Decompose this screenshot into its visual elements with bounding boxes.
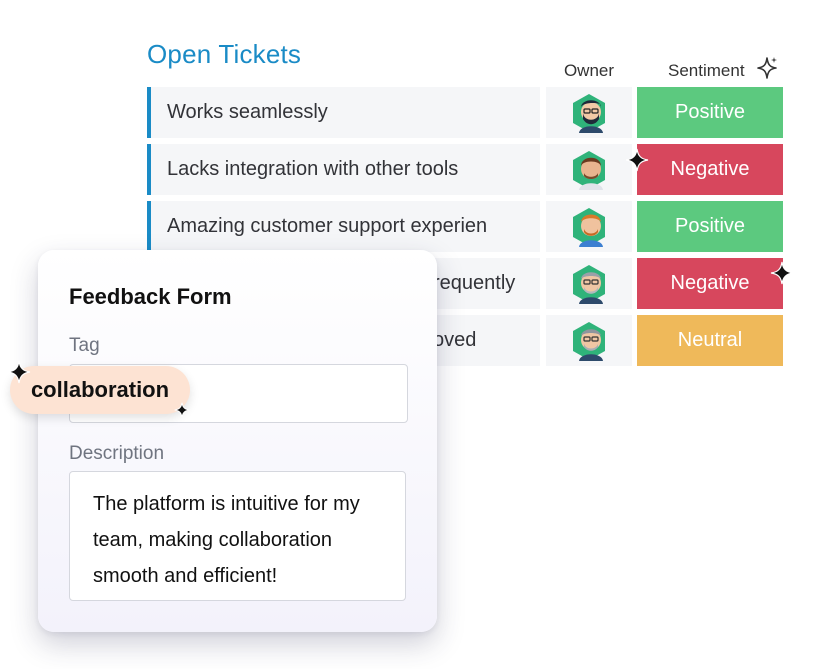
form-title: Feedback Form [69, 284, 232, 309]
owner-cell[interactable] [546, 315, 632, 366]
ticket-title[interactable]: Lacks integration with other tools [147, 144, 540, 195]
sentiment-column-header: Sentiment [668, 57, 783, 81]
sparkle-icon [7, 360, 31, 384]
ticket-title-text: requently [433, 272, 516, 294]
ai-sparkle-icon[interactable] [756, 56, 778, 80]
tag-chip[interactable]: collaboration [10, 366, 190, 414]
sentiment-badge[interactable]: Negative [637, 258, 783, 309]
owner-column-header: Owner [563, 61, 615, 80]
sparkle-icon [625, 148, 649, 172]
ticket-title[interactable]: Works seamlessly [147, 87, 540, 138]
sparkle-icon [174, 402, 190, 418]
description-field[interactable]: The platform is intuitive for my team, m… [69, 471, 406, 601]
page-title: Open Tickets [147, 39, 302, 69]
ticket-title-text: oved [433, 329, 477, 351]
owner-cell[interactable] [546, 87, 632, 138]
description-label: Description [69, 443, 165, 464]
sentiment-badge[interactable]: Neutral [637, 315, 783, 366]
avatar [573, 150, 605, 190]
sentiment-badge[interactable]: Positive [637, 87, 783, 138]
owner-cell[interactable] [546, 201, 632, 252]
sentiment-column-label: Sentiment [668, 61, 745, 80]
sparkle-icon [770, 261, 794, 285]
avatar [573, 93, 605, 133]
feedback-form-card: Feedback Form Tag Description The platfo… [38, 250, 437, 632]
avatar [573, 207, 605, 247]
owner-cell[interactable] [546, 144, 632, 195]
avatar [573, 321, 605, 361]
sentiment-badge[interactable]: Negative [637, 144, 783, 195]
owner-cell[interactable] [546, 258, 632, 309]
sentiment-badge[interactable]: Positive [637, 201, 783, 252]
tag-label: Tag [69, 335, 100, 356]
avatar [573, 264, 605, 304]
ticket-title[interactable]: Amazing customer support experien [147, 201, 540, 252]
